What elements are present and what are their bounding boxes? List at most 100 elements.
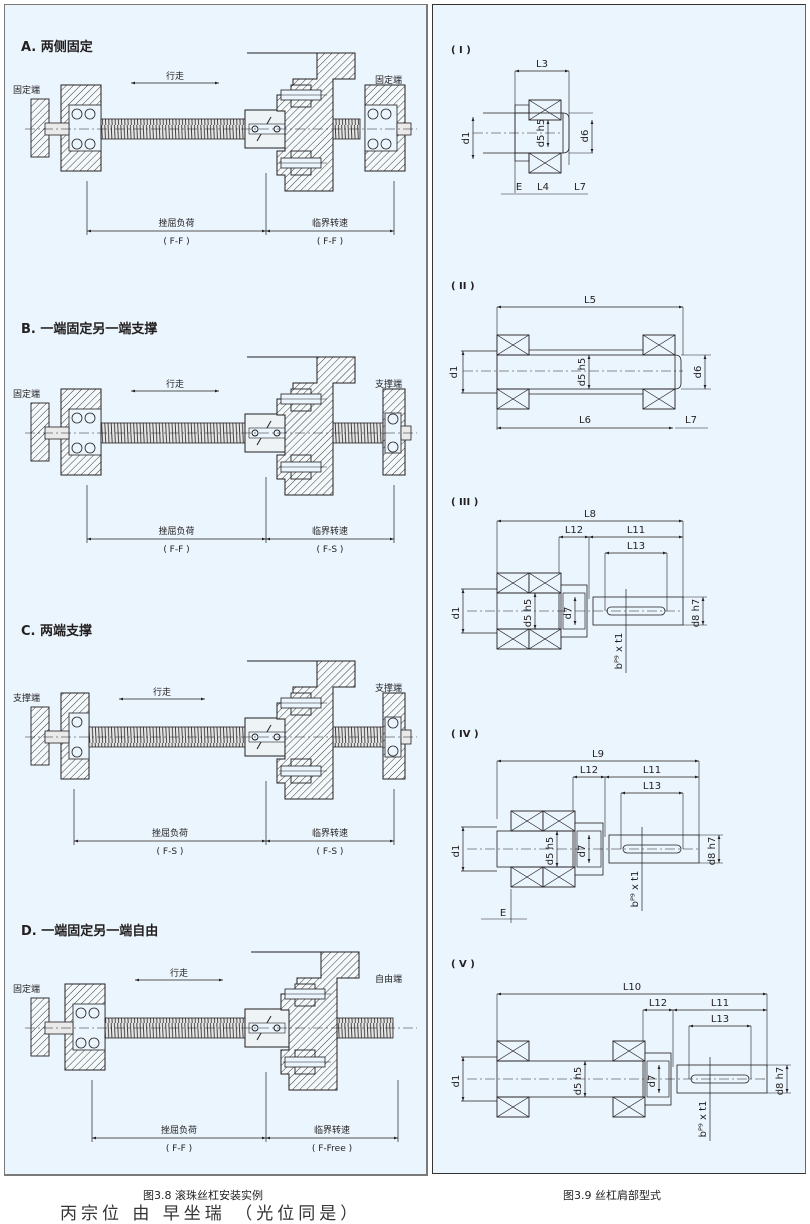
label-d5-h5: d5 h5 bbox=[536, 119, 547, 148]
bearing-cross bbox=[612, 1040, 646, 1062]
travel-arrow-arrow-right bbox=[215, 389, 219, 393]
label-d5-h5: d5 h5 bbox=[573, 1067, 584, 1096]
buckling-load-dimension-arrow-left bbox=[87, 229, 91, 233]
buckling-load-mode: ( F-S ) bbox=[157, 847, 184, 857]
bearing-cross bbox=[642, 388, 676, 410]
buckling-load-mode: ( F-F ) bbox=[163, 237, 189, 247]
dimension-d1-arrow-down bbox=[461, 389, 465, 393]
section-title: D. 一端固定另一端自由 bbox=[21, 923, 158, 939]
bearing-cross bbox=[496, 572, 530, 594]
worktable-bracket bbox=[247, 660, 356, 800]
critical-speed-dimension-arrow-left bbox=[266, 229, 270, 233]
label-key-width: bᴾ⁹ x t1 bbox=[614, 633, 625, 670]
dimension-d1-arrow-up bbox=[461, 1057, 465, 1061]
buckling-load-dimension-arrow-right bbox=[262, 1136, 266, 1140]
label-d7: d7 bbox=[577, 845, 588, 858]
dimension-d1-arrow-down bbox=[471, 155, 475, 159]
dimension-d7-arrow-up bbox=[587, 835, 591, 839]
label-l13: L13 bbox=[627, 541, 645, 552]
label-d5-h5: d5 h5 bbox=[577, 358, 588, 387]
thread-end bbox=[674, 354, 682, 390]
label-l13: L13 bbox=[711, 1014, 729, 1025]
label-d1: d1 bbox=[451, 607, 462, 620]
travel-label: 行走 bbox=[166, 70, 184, 82]
critical-speed-dimension-arrow-right bbox=[390, 537, 394, 541]
ball-bearing bbox=[387, 745, 399, 757]
dimension-d1-arrow-up bbox=[461, 827, 465, 831]
ball-bearing bbox=[367, 138, 379, 150]
section-title: A. 两侧固定 bbox=[21, 39, 93, 55]
dimension-d5-arrow-down bbox=[533, 625, 537, 629]
ball-bearing bbox=[75, 1037, 87, 1049]
ball bbox=[251, 1024, 259, 1032]
dimension-l12-arrow-left bbox=[573, 775, 577, 779]
label-l7: L7 bbox=[685, 415, 697, 426]
journal-d5 bbox=[496, 830, 574, 868]
worktable-bracket bbox=[251, 951, 360, 1091]
label-key-width: bᴾ⁹ x t1 bbox=[698, 1101, 709, 1138]
dimension-l12-arrow-left bbox=[643, 1008, 647, 1012]
left-end-label: 固定端 bbox=[13, 388, 40, 400]
dimension-l13-arrow-right bbox=[663, 551, 667, 555]
label-e: E bbox=[516, 182, 522, 193]
dimension-d5-arrow-down bbox=[555, 863, 559, 867]
buckling-load-dimension-arrow-left bbox=[87, 537, 91, 541]
label-overall: L10 bbox=[623, 982, 641, 993]
label-overall: L9 bbox=[592, 749, 604, 760]
buckling-load-dimension-arrow-right bbox=[262, 537, 266, 541]
dimension-l13-arrow-right bbox=[747, 1024, 751, 1028]
travel-label: 行走 bbox=[166, 378, 184, 390]
bearing-cross bbox=[496, 1040, 530, 1062]
label-overall: L8 bbox=[584, 509, 596, 520]
travel-arrow-arrow-right bbox=[215, 81, 219, 85]
dimension-d6-arrow-down bbox=[590, 149, 594, 153]
label-d6: d6 bbox=[580, 130, 591, 143]
dimension-l12-arrow-right bbox=[669, 1008, 673, 1012]
label-d8-h7: d8 h7 bbox=[775, 1067, 786, 1096]
buckling-load-dimension-arrow-left bbox=[74, 839, 78, 843]
travel-arrow-arrow-right bbox=[201, 697, 205, 701]
keyed-shaft-d8 bbox=[608, 834, 700, 864]
critical-speed-dimension-arrow-left bbox=[266, 839, 270, 843]
dimension-d6-arrow-up bbox=[703, 355, 707, 359]
figure-caption-3-9: 图3.9 丝杠肩部型式 bbox=[563, 1189, 661, 1202]
buckling-load-label: 挫屈负荷 bbox=[158, 525, 194, 537]
label-l6: L6 bbox=[579, 415, 591, 426]
ball-bearing bbox=[387, 441, 399, 453]
dimension-d5-arrow-up bbox=[533, 593, 537, 597]
dimension-l12-arrow-right bbox=[601, 775, 605, 779]
dimension-l13-arrow-right bbox=[679, 791, 683, 795]
dimension-d6-arrow-down bbox=[703, 385, 707, 389]
label-e: E bbox=[500, 908, 506, 919]
dimension-l13-arrow-left bbox=[621, 791, 625, 795]
critical-speed-label: 临界转速 bbox=[312, 827, 348, 839]
journal-d5 bbox=[496, 354, 676, 390]
bearing-cross bbox=[542, 810, 576, 832]
bearing-cross bbox=[496, 1096, 530, 1118]
ball-bearing bbox=[75, 1007, 87, 1019]
label-l7: L7 bbox=[574, 182, 586, 193]
ball-bearing bbox=[88, 1007, 100, 1019]
label-l11: L11 bbox=[627, 525, 645, 536]
label-l4: L4 bbox=[537, 182, 549, 193]
right-end-label: 自由端 bbox=[375, 973, 402, 985]
section-title: B. 一端固定另一端支撑 bbox=[21, 321, 157, 337]
ball-bearing bbox=[71, 138, 83, 150]
buckling-load-mode: ( F-F ) bbox=[166, 1144, 192, 1154]
buckling-load-mode: ( F-F ) bbox=[163, 545, 189, 555]
ball-bearing bbox=[71, 716, 83, 728]
dimension-d8-arrow-up bbox=[785, 1065, 789, 1069]
keyway bbox=[622, 844, 682, 854]
dimension-d1-arrow-up bbox=[461, 589, 465, 593]
right-end-label: 支撑端 bbox=[375, 682, 402, 694]
label-l3: L3 bbox=[536, 59, 548, 70]
buckling-load-label: 挫屈负荷 bbox=[158, 217, 194, 229]
ball-bearing bbox=[387, 413, 399, 425]
dimension-d1-arrow-up bbox=[471, 117, 475, 121]
dimension-d8-arrow-down bbox=[701, 621, 705, 625]
travel-arrow-arrow-left bbox=[119, 697, 123, 701]
